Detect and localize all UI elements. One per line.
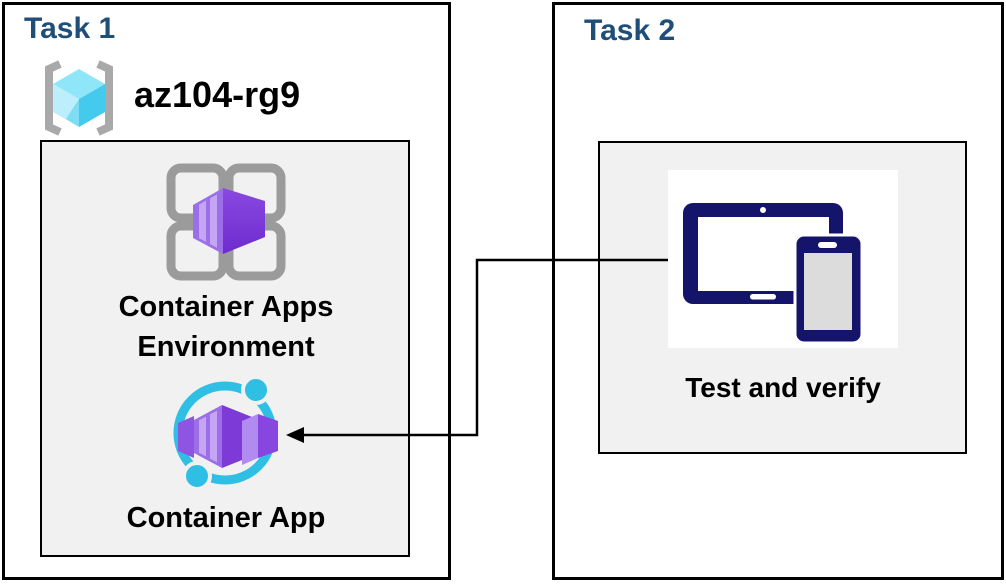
resource-group-icon (45, 60, 113, 136)
task2-title: Task 2 (584, 14, 676, 47)
test-and-verify-label: Test and verify (685, 372, 881, 403)
resource-group-name: az104-rg9 (134, 74, 301, 115)
phone-shape (793, 233, 864, 345)
container-apps-environment-icon (166, 163, 286, 281)
devices-icon-background (668, 170, 898, 348)
container-app-icon (173, 375, 278, 491)
container-app-label: Container App (126, 502, 326, 534)
environment-label: Container Apps Environment (118, 291, 334, 363)
tablet-and-phone-icon (683, 203, 864, 345)
task1-title: Task 1 (24, 12, 116, 45)
